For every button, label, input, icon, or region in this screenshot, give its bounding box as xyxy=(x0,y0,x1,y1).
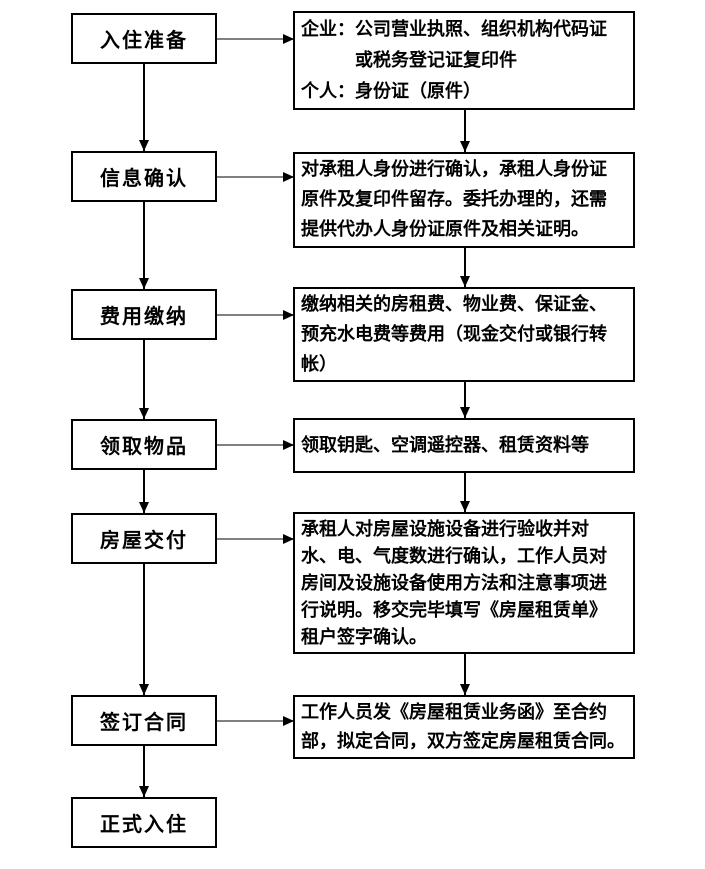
detail-text-5: 承租人对房屋设施设备进行验收并对 水、电、气度数进行确认，工作人员对 房间及设施… xyxy=(301,518,607,648)
step-label-6: 签订合同 xyxy=(100,710,188,734)
step-box-3: 费用缴纳 xyxy=(71,289,217,340)
right-arrow-row-3 xyxy=(217,314,293,316)
step-box-1: 入住准备 xyxy=(71,13,217,64)
step-label-1: 入住准备 xyxy=(100,28,188,52)
detail-text-2: 对承租人身份进行确认，承租人身份证 原件及复印件留存。委托办理的，还需 提供代办… xyxy=(301,159,607,240)
down-arrow-detail-5-6 xyxy=(464,654,466,695)
detail-box-3: 缴纳相关的房租费、物业费、保证金、 预充水电费等费用（现金交付或银行转 帐） xyxy=(293,287,635,382)
right-arrow-row-2 xyxy=(217,176,293,178)
step-label-2: 信息确认 xyxy=(100,166,188,190)
down-arrow-detail-3-4 xyxy=(464,382,466,418)
step-label-7: 正式入住 xyxy=(100,812,188,836)
detail-text-3: 缴纳相关的房租费、物业费、保证金、 预充水电费等费用（现金交付或银行转 帐） xyxy=(301,293,607,375)
step-label-4: 领取物品 xyxy=(100,434,188,458)
detail-box-1: 企业：公司营业执照、组织机构代码证 或税务登记证复印件 个人：身份证（原件） xyxy=(293,11,635,110)
detail-box-5: 承租人对房屋设施设备进行验收并对 水、电、气度数进行确认，工作人员对 房间及设施… xyxy=(293,512,635,654)
down-arrow-step-4-5 xyxy=(143,470,145,513)
down-arrow-step-2-3 xyxy=(143,202,145,289)
step-box-6: 签订合同 xyxy=(71,695,217,746)
detail-box-4: 领取钥匙、空调遥控器、租赁资料等 xyxy=(293,418,635,473)
down-arrow-detail-1-2 xyxy=(464,110,466,152)
step-box-7: 正式入住 xyxy=(71,797,217,848)
right-arrow-row-4 xyxy=(217,444,293,446)
step-box-2: 信息确认 xyxy=(71,151,217,202)
down-arrow-step-5-6 xyxy=(143,564,145,695)
down-arrow-step-6-7 xyxy=(143,746,145,797)
detail-text-6: 工作人员发《房屋租赁业务函》至合约 部，拟定合同，双方签定房屋租赁合同。 xyxy=(301,702,625,752)
right-arrow-row-1 xyxy=(217,38,293,40)
right-arrow-row-5 xyxy=(217,538,293,540)
detail-text-1: 企业：公司营业执照、组织机构代码证 或税务登记证复印件 个人：身份证（原件） xyxy=(301,19,607,102)
step-box-5: 房屋交付 xyxy=(71,513,217,564)
right-arrow-row-6 xyxy=(217,720,293,722)
down-arrow-detail-2-3 xyxy=(464,248,466,287)
detail-box-6: 工作人员发《房屋租赁业务函》至合约 部，拟定合同，双方签定房屋租赁合同。 xyxy=(293,695,635,759)
down-arrow-detail-4-5 xyxy=(464,473,466,512)
step-label-5: 房屋交付 xyxy=(100,528,188,552)
down-arrow-step-1-2 xyxy=(143,64,145,151)
down-arrow-step-3-4 xyxy=(143,340,145,419)
detail-box-2: 对承租人身份进行确认，承租人身份证 原件及复印件留存。委托办理的，还需 提供代办… xyxy=(293,152,635,248)
detail-text-4: 领取钥匙、空调遥控器、租赁资料等 xyxy=(301,434,589,456)
step-label-3: 费用缴纳 xyxy=(100,304,188,328)
step-box-4: 领取物品 xyxy=(71,419,217,470)
